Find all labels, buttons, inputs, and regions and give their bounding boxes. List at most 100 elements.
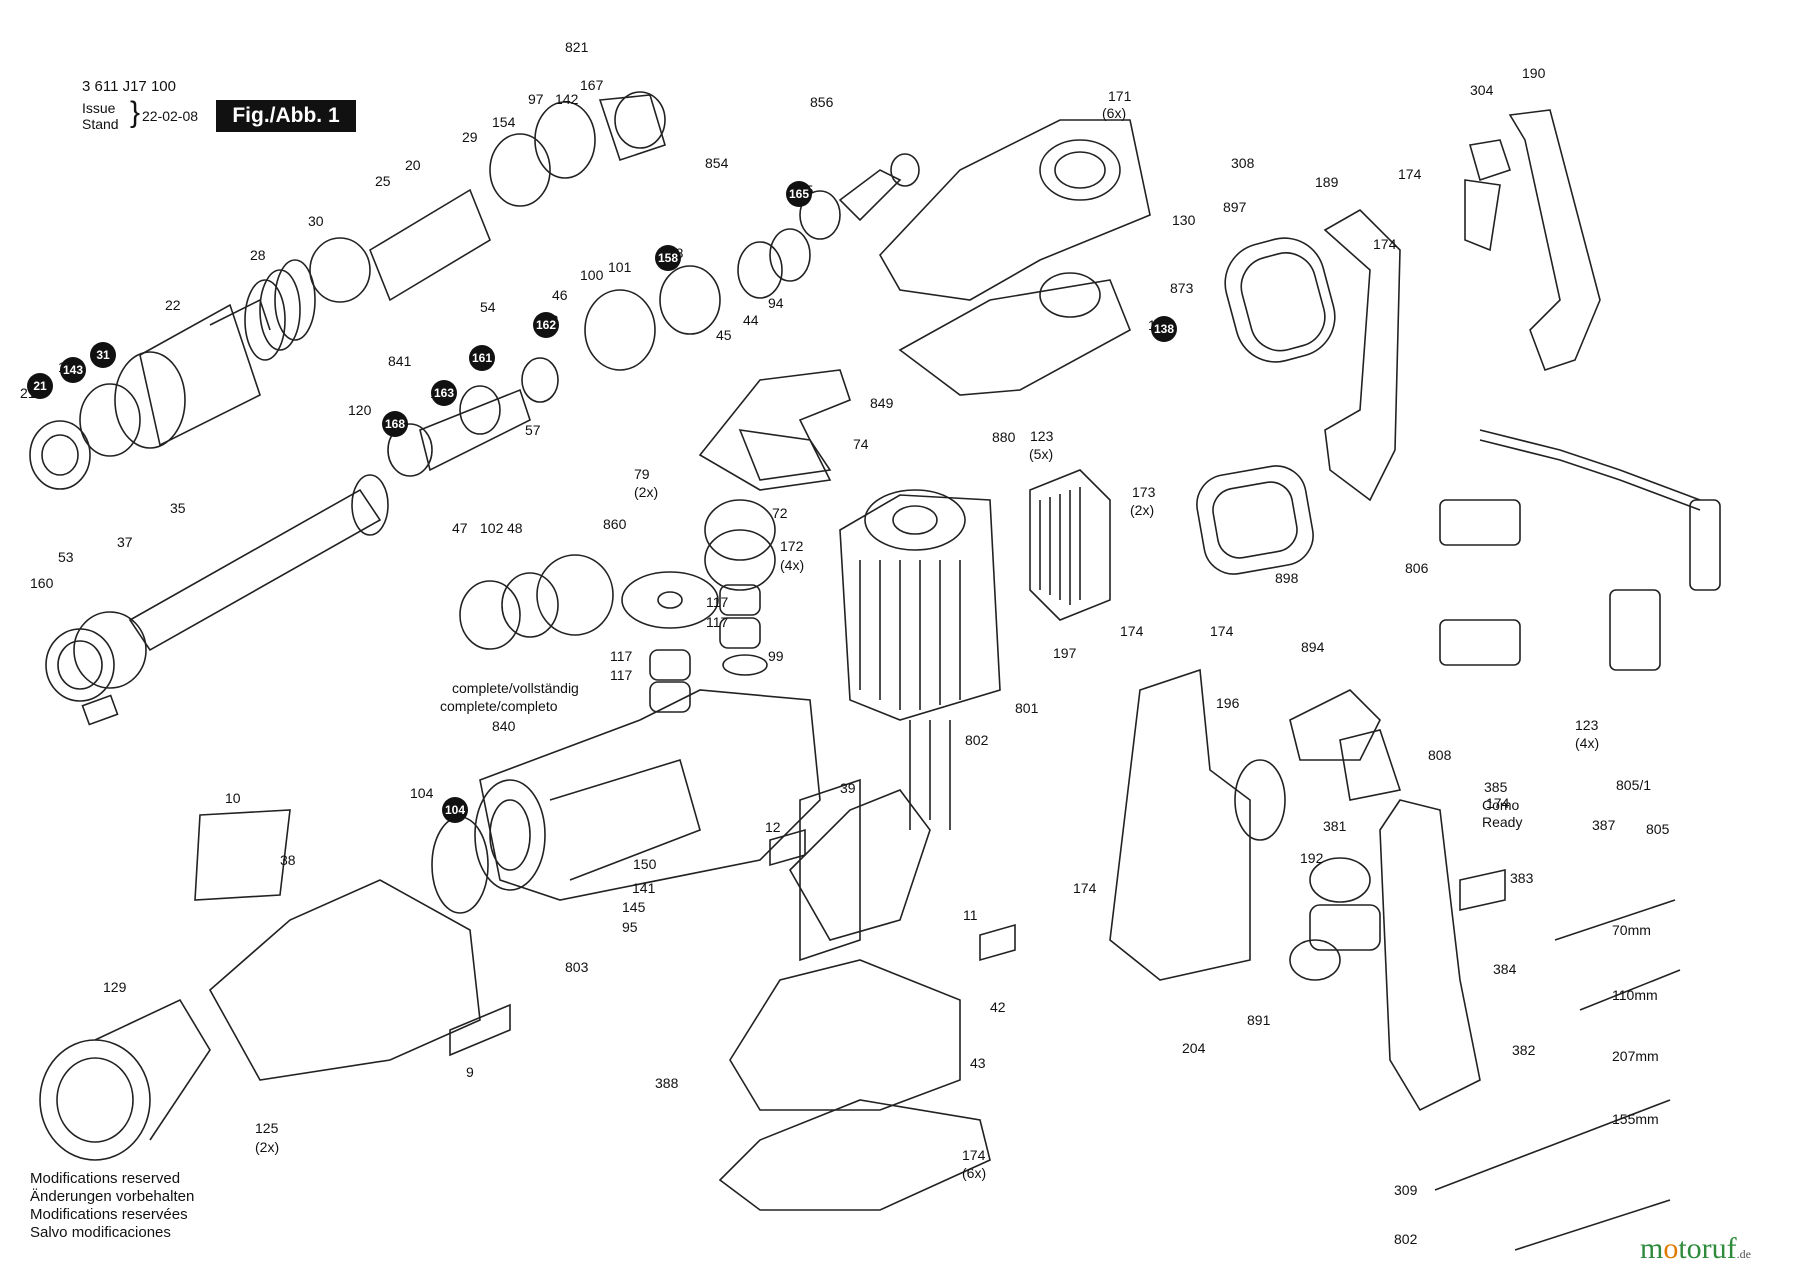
part-number-badge: 161 [469,345,495,371]
part-label: (6x) [1102,105,1126,121]
part-label: (2x) [634,484,658,500]
badge-label: 165 [789,187,809,201]
badge-circle [382,411,408,437]
part-label: 802 [965,732,989,748]
part-label: 174 [1398,166,1422,182]
part-label: 22 [165,297,181,313]
part-label: 72 [772,505,788,521]
part-label: 190 [1522,65,1546,81]
end-cap [39,998,211,1161]
note-es: Salvo modificaciones [30,1224,171,1241]
part-label: 385 [1484,779,1508,795]
part-number-badge: 21 [27,373,53,399]
stand-label: Stand [82,116,119,132]
figure-label: Fig./Abb. 1 [216,100,356,132]
note-en: Modifications reserved [30,1170,181,1187]
part-number-badge: 163 [431,380,457,406]
modification-notes: Modifications reserved Änderungen vorbeh… [30,1170,194,1242]
part-label: 123 [1030,428,1054,444]
part-label: 841 [388,353,412,369]
part-label: (4x) [780,557,804,573]
brand-part1: m [1640,1232,1664,1265]
part-label: 204 [1182,1040,1206,1056]
part-label: 28 [250,247,266,263]
part-label: 9 [466,1064,474,1080]
housing-halves [1109,668,1481,1112]
top-housing [879,119,1151,396]
part-label: 880 [992,429,1016,445]
part-label: 101 [608,259,632,275]
part-label: 117 [706,594,729,610]
part-label: 123 [1575,717,1599,733]
part-label: 155mm [1612,1111,1659,1127]
part-label: 25 [375,173,391,189]
lower-housing [208,778,991,1211]
badge-circle [431,380,457,406]
part-label: 805/1 [1616,777,1651,793]
part-label: 160 [30,575,54,591]
part-label: 174 [1120,623,1144,639]
part-label: 854 [705,155,729,171]
part-label: 150 [633,856,657,872]
part-label: 383 [1510,870,1534,886]
part-label: (2x) [255,1139,279,1155]
tool-holder-tube [45,474,389,726]
part-label: 117 [610,667,633,683]
badge-circle [533,312,559,338]
part-label: complete/completo [440,698,558,714]
part-label: 141 [632,880,656,896]
part-label: 142 [555,91,579,107]
badge-circle [27,373,53,399]
part-label: 860 [603,516,627,532]
part-label: 53 [58,549,74,565]
part-label: 174 [1210,623,1234,639]
part-label: 117 [706,614,729,630]
motor-assembly [839,489,1001,830]
part-label: 309 [1394,1182,1418,1198]
badge-label: 168 [385,417,405,431]
part-label: 384 [1493,961,1517,977]
stickers [194,809,1506,1057]
part-label: 197 [1053,645,1077,661]
part-label: 30 [308,213,324,229]
part-label: 898 [1275,570,1299,586]
part-label: 308 [1231,155,1255,171]
part-label: 117 [610,648,633,664]
part-number-badge: 31 [90,342,116,368]
badge-circle [786,181,812,207]
part-label: 806 [1405,560,1429,576]
part-label: 57 [525,422,541,438]
part-label: 12 [765,819,781,835]
part-label: 801 [1015,700,1039,716]
part-label: 167 [580,77,604,93]
part-label: 39 [840,780,856,796]
handle-parts [1323,109,1601,502]
badge-label: 162 [536,318,556,332]
part-label: 43 [970,1055,986,1071]
part-label: 38 [280,852,296,868]
part-label: complete/vollständig [452,680,579,696]
badge-label: 104 [445,803,465,817]
part-label: 45 [716,327,732,343]
gear-assembly [459,499,776,713]
part-label: 803 [565,959,589,975]
part-label: 304 [1470,82,1494,98]
part-label: 110mm [1612,987,1658,1003]
brace-icon: } [130,96,141,129]
part-label: 44 [743,312,759,328]
badge-circle [90,342,116,368]
part-label: 79 [634,466,650,482]
part-number-badge: 104 [442,797,468,823]
part-label: (2x) [1130,502,1154,518]
badge-label: 158 [658,251,678,265]
cover-plate [698,369,851,491]
part-label: 849 [870,395,894,411]
badge-label: 31 [96,348,110,362]
part-label: 42 [990,999,1006,1015]
part-label: 802 [1394,1231,1418,1247]
part-label: 99 [768,648,784,664]
part-label: 897 [1223,199,1247,215]
part-label: Como [1482,797,1520,813]
part-label: 821 [565,39,589,55]
badge-circle [469,345,495,371]
